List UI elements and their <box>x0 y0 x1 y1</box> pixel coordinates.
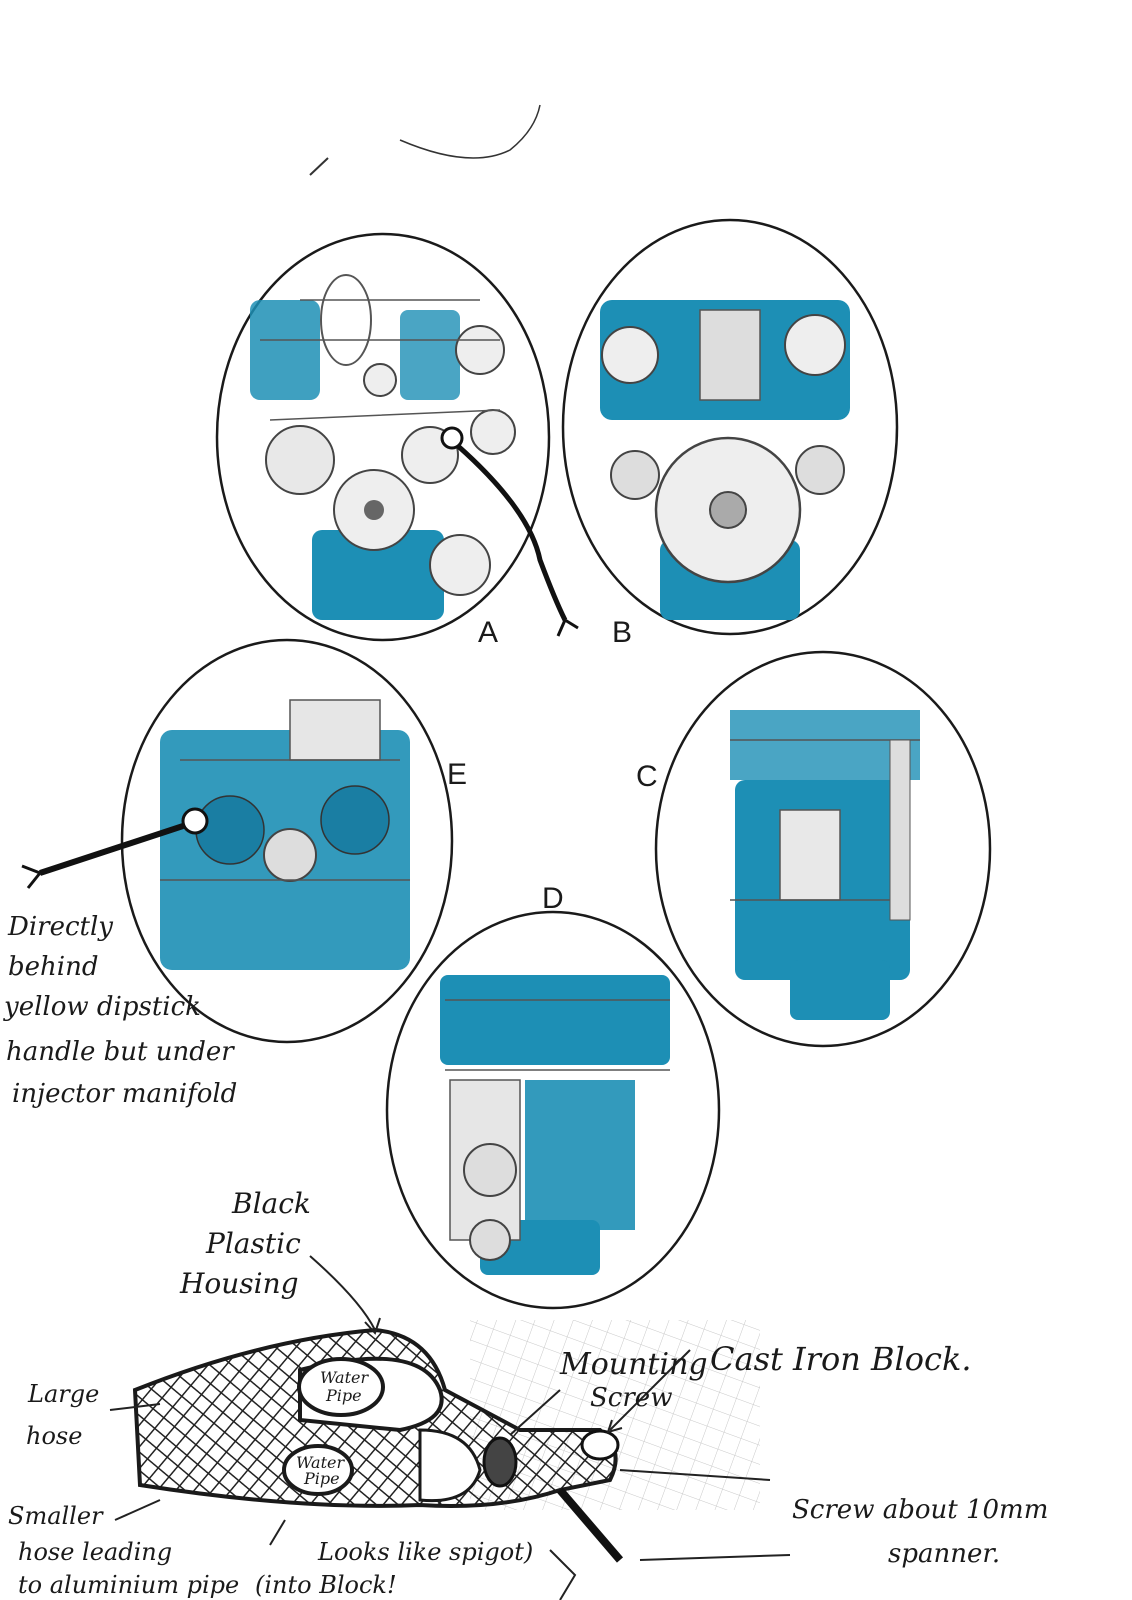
svg-text:(into Block!: (into Block! <box>255 1571 397 1599</box>
svg-text:to aluminium pipe: to aluminium pipe <box>18 1571 239 1599</box>
svg-text:injector manifold: injector manifold <box>12 1079 237 1109</box>
label-water-pipe-1: Water Pipe <box>320 1368 369 1405</box>
svg-text:Pipe: Pipe <box>303 1469 340 1488</box>
note-large-hose: Large hose <box>26 1380 99 1450</box>
svg-text:Large: Large <box>27 1380 99 1408</box>
svg-text:handle but under: handle but under <box>6 1037 235 1067</box>
svg-text:Directly: Directly <box>7 912 113 942</box>
label-b: B <box>612 616 632 649</box>
svg-text:Smaller: Smaller <box>8 1502 104 1530</box>
svg-text:Looks like spigot): Looks like spigot) <box>317 1538 533 1566</box>
note-black-plastic-housing: Black Plastic Housing <box>179 1187 311 1300</box>
svg-text:Water: Water <box>296 1453 345 1472</box>
label-e: E <box>447 758 467 791</box>
svg-text:Housing: Housing <box>179 1267 299 1300</box>
note-screw-10mm: Screw about 10mm spanner. <box>792 1495 1048 1569</box>
svg-text:Mounting: Mounting <box>559 1347 708 1382</box>
svg-text:Screw about 10mm: Screw about 10mm <box>792 1495 1048 1525</box>
svg-text:hose leading: hose leading <box>18 1538 172 1566</box>
svg-text:yellow dipstick: yellow dipstick <box>3 992 201 1022</box>
engine-view-c <box>654 650 992 1048</box>
engine-view-b <box>561 218 899 636</box>
svg-text:Plastic: Plastic <box>205 1227 301 1260</box>
note-looks-like-spigot: Looks like spigot) (into Block! <box>255 1538 533 1599</box>
note-mounting-screw: Mounting Screw <box>559 1347 708 1413</box>
engine-view-a <box>215 232 579 642</box>
label-a: A <box>478 616 498 649</box>
svg-text:Water: Water <box>320 1368 369 1387</box>
svg-text:Black: Black <box>231 1187 311 1220</box>
label-c: C <box>636 760 658 793</box>
engine-view-d <box>385 910 721 1310</box>
note-cast-iron-block: Cast Iron Block. <box>710 1340 972 1378</box>
note-directly-behind: Directly behind yellow dipstick handle b… <box>3 912 237 1109</box>
svg-text:behind: behind <box>8 952 98 982</box>
note-smaller-hose: Smaller hose leading to aluminium pipe <box>8 1502 239 1599</box>
label-d: D <box>542 882 564 915</box>
svg-text:hose: hose <box>26 1422 82 1450</box>
svg-text:Pipe: Pipe <box>325 1386 362 1405</box>
label-water-pipe-2: Water Pipe <box>296 1453 345 1488</box>
stray-mark <box>399 104 541 159</box>
hose-sketch <box>109 1255 791 1600</box>
engine-view-e <box>21 638 454 1044</box>
svg-text:Screw: Screw <box>590 1383 672 1413</box>
svg-text:spanner.: spanner. <box>888 1539 1000 1569</box>
stray-mark <box>309 157 329 176</box>
